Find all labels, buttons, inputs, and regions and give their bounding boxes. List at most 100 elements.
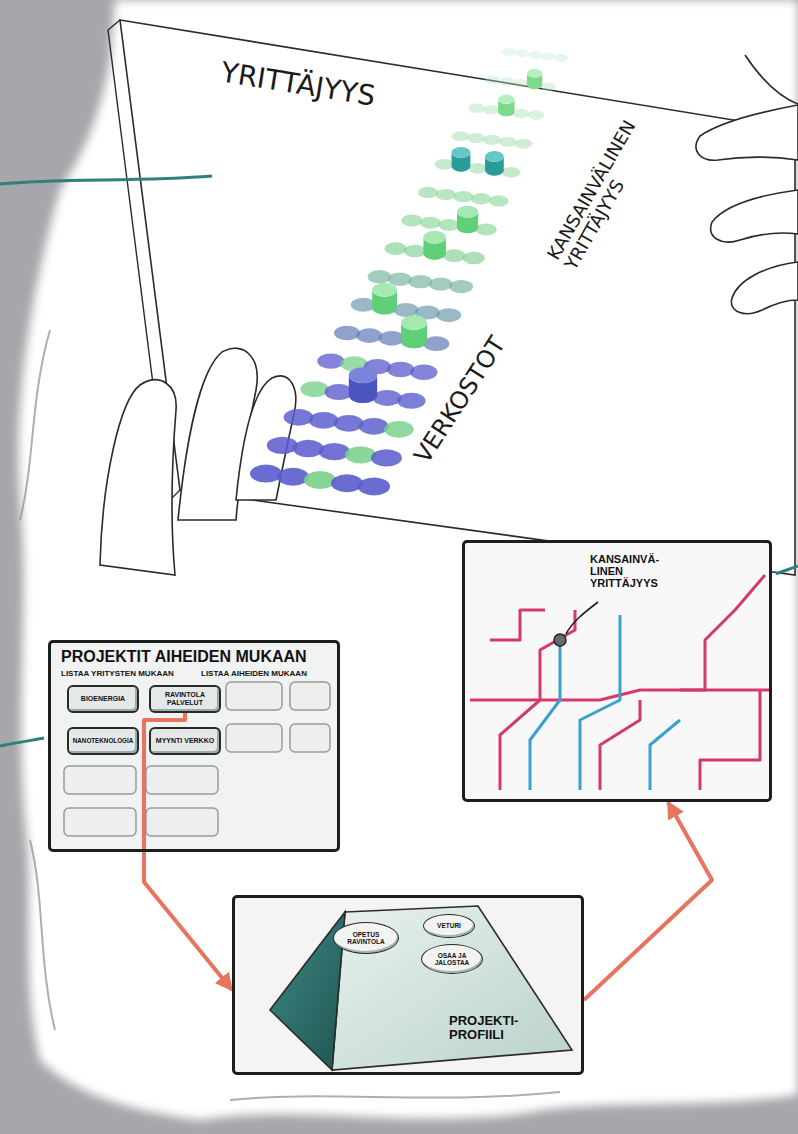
dot-grid <box>250 48 568 496</box>
dot <box>300 381 328 397</box>
paper-ground <box>19 0 798 1120</box>
dot <box>453 191 473 202</box>
dot <box>317 353 344 368</box>
dot <box>438 219 459 231</box>
dot <box>356 328 382 343</box>
dot <box>418 187 438 198</box>
dot <box>319 443 350 460</box>
cylinder-top <box>457 206 478 218</box>
dot <box>471 193 491 204</box>
button-label: OSAA JA JALOSTAA <box>426 952 478 966</box>
topic-button: RAVINTOLA PALVELUT <box>149 685 221 713</box>
dot <box>483 105 499 114</box>
leader-line <box>0 176 212 184</box>
dot <box>309 412 339 429</box>
map-screen: KANSAINVÄ- LINEN YRITTÄJYYS <box>462 540 772 802</box>
screen-fill <box>48 640 340 852</box>
dot <box>250 465 282 483</box>
flow-arrow <box>584 802 712 1000</box>
dot <box>331 474 363 492</box>
cylinder-top <box>527 69 542 78</box>
dot <box>513 109 529 118</box>
dot <box>502 167 521 178</box>
screen-fill <box>232 895 584 1075</box>
dot <box>373 390 401 406</box>
dot <box>410 365 437 380</box>
cylinder-top <box>349 367 377 383</box>
dot <box>401 215 422 227</box>
empty-buttons <box>64 682 330 836</box>
cylinder-top <box>401 315 427 330</box>
dot <box>483 135 501 145</box>
dot <box>359 418 389 435</box>
dot <box>388 273 412 286</box>
dot <box>489 195 509 206</box>
cylinder-top <box>452 147 471 158</box>
prism-button: OPETUS RAVINTOLA <box>333 922 399 954</box>
screen-text: PROJEKTI- PROFIILI <box>449 1014 545 1043</box>
axis-label: KANSAINVÄLINEN YRITTÄJYYS <box>544 117 657 273</box>
dot <box>452 131 470 141</box>
button-label: BIOENERGIA <box>81 695 125 703</box>
dot <box>513 79 528 88</box>
dot <box>420 217 441 229</box>
dot <box>468 163 487 174</box>
dot <box>345 446 376 463</box>
button-label: MYYNTI VERKKO <box>156 737 214 745</box>
dot <box>325 384 353 400</box>
dot <box>463 252 485 265</box>
dot <box>368 270 392 283</box>
dot <box>379 331 405 346</box>
tablet-heading: YRITTÄJYYS <box>219 58 378 113</box>
dot <box>528 51 542 59</box>
cylinder-marker <box>457 206 478 233</box>
prism-button: VETURI <box>423 914 475 938</box>
screen-text: LISTAA YRITYSTEN MUKAAN <box>61 670 174 679</box>
cylinder-marker <box>485 151 504 176</box>
dot <box>436 308 461 322</box>
dot <box>435 159 454 170</box>
dot <box>423 336 449 351</box>
tablet <box>120 20 795 575</box>
cylinder-top <box>423 231 445 244</box>
cylinder-top <box>498 95 514 104</box>
screen-text: KANSAINVÄ- LINEN YRITTÄJYYS <box>590 553 674 589</box>
dot <box>371 449 402 466</box>
prism <box>270 906 572 1070</box>
dot <box>397 393 425 409</box>
metro-map <box>470 575 770 790</box>
dot <box>394 303 419 317</box>
dot <box>515 139 533 149</box>
topic-button: MYYNTI VERKKO <box>149 727 221 755</box>
dot <box>304 471 336 489</box>
dot <box>443 249 465 262</box>
dot <box>284 409 314 426</box>
prism-button: OSAA JA JALOSTAA <box>421 944 483 974</box>
dot <box>499 137 517 147</box>
cylinder-marker <box>527 69 542 89</box>
dot <box>499 77 514 86</box>
cylinder-top <box>372 283 397 297</box>
profile-screen: PROJEKTI- PROFIILI OPETUS RAVINTOLA VETURI… <box>232 895 584 1075</box>
dot <box>528 111 544 120</box>
dot <box>467 133 485 143</box>
screen-text: PROJEKTIT AIHEIDEN MUKAAN <box>61 648 307 666</box>
dot <box>449 280 473 293</box>
leader-line <box>0 738 44 746</box>
button-label: RAVINTOLA PALVELUT <box>154 691 216 706</box>
dot <box>334 326 360 341</box>
left-hand <box>100 348 296 575</box>
dot <box>334 415 364 432</box>
cylinder-marker <box>423 231 445 260</box>
leader-line <box>566 602 598 634</box>
dot <box>358 477 390 495</box>
dot <box>351 298 376 312</box>
cylinder-marker <box>372 283 397 315</box>
dot <box>515 49 529 57</box>
button-label: NANOTEKNOLOGIA <box>73 738 134 745</box>
cylinder-marker <box>349 367 377 403</box>
button-label: OPETUS RAVINTOLA <box>338 931 394 945</box>
